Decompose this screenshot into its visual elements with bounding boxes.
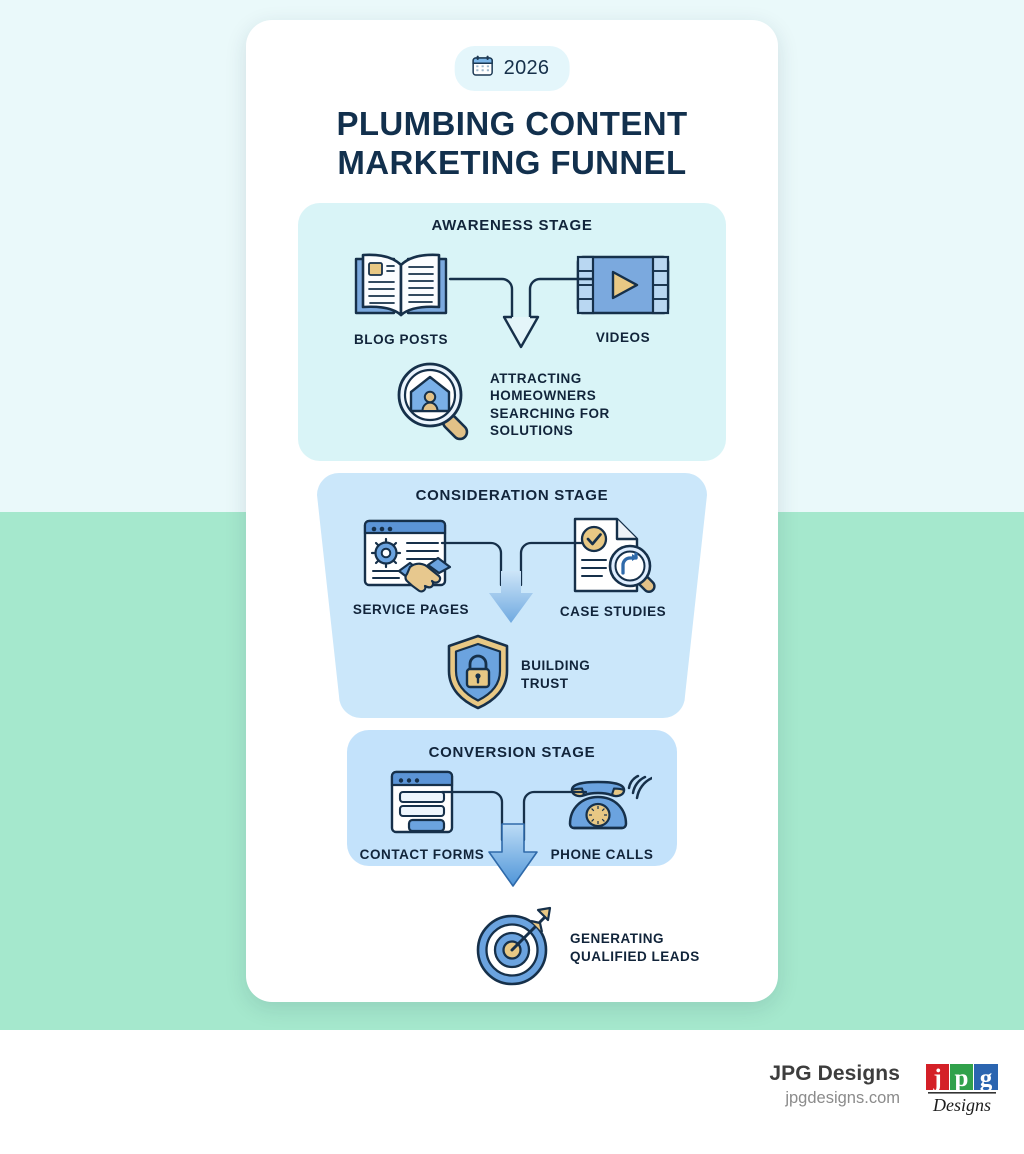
title-line-2: MARKETING FUNNEL	[337, 144, 687, 182]
shield-lock-icon	[445, 633, 511, 716]
outcome-awareness: ATTRACTING HOMEOWNERS SEARCHING FOR SOLU…	[394, 359, 610, 450]
item-videos: VIDEOS	[548, 247, 698, 345]
item-videos-caption: VIDEOS	[595, 330, 651, 345]
outcome-consideration-label: BUILDING TRUST	[521, 658, 591, 691]
brand-url[interactable]: jpgdesigns.com	[785, 1089, 900, 1107]
brand-name: JPG Designs	[769, 1062, 900, 1085]
svg-text:p: p	[955, 1065, 969, 1092]
outcome-awareness-label: ATTRACTING HOMEOWNERS SEARCHING FOR SOLU…	[490, 370, 610, 438]
stage-conversion-title: CONVERSION STAGE	[428, 744, 596, 761]
item-contact-forms: CONTACT FORMS	[349, 768, 495, 862]
svg-text:j: j	[932, 1065, 941, 1092]
stage-consideration-title: CONSIDERATION STAGE	[415, 487, 609, 504]
svg-text:Designs: Designs	[932, 1095, 991, 1115]
item-case-studies-caption: CASE STUDIES	[559, 604, 667, 619]
video-film-icon	[574, 255, 672, 325]
magnifier-house-icon	[394, 359, 480, 450]
browser-handshake-icon	[355, 519, 467, 597]
stage-conversion: CONVERSION STAGE CONTACT FORMS	[347, 730, 677, 887]
background-footer-band	[0, 1030, 1024, 1154]
item-blog-posts-caption: BLOG POSTS	[353, 332, 448, 347]
stage-awareness: AWARENESS STAGE	[298, 203, 726, 461]
item-service-pages: SERVICE PAGES	[331, 515, 491, 617]
svg-text:g: g	[980, 1065, 993, 1092]
item-case-studies: CASE STUDIES	[533, 515, 693, 619]
poster-card: 2026 PLUMBING CONTENT MARKETING FUNNEL A…	[246, 20, 778, 1002]
contact-form-icon	[381, 770, 463, 842]
item-phone-calls-caption: PHONE CALLS	[550, 847, 654, 862]
outcome-conversion-label: GENERATING QUALIFIED LEADS	[570, 931, 700, 964]
title-line-1: PLUMBING CONTENT	[336, 105, 688, 142]
open-book-icon	[349, 253, 453, 327]
stage-consideration: CONSIDERATION STAGE	[317, 473, 707, 718]
stage-awareness-title: AWARENESS STAGE	[431, 217, 593, 234]
year-label: 2026	[503, 57, 550, 79]
jpg-designs-logo: j p g Designs	[922, 1062, 1002, 1123]
brand-block: JPG Designs jpgdesigns.com	[769, 1062, 900, 1108]
item-service-pages-caption: SERVICE PAGES	[352, 602, 470, 617]
item-contact-forms-caption: CONTACT FORMS	[359, 847, 485, 862]
calendar-icon	[471, 54, 495, 83]
page-title: PLUMBING CONTENT MARKETING FUNNEL	[246, 104, 778, 183]
target-arrow-icon	[470, 900, 560, 995]
outcome-conversion: GENERATING QUALIFIED LEADS	[470, 900, 700, 995]
year-badge: 2026	[454, 46, 570, 91]
document-magnifier-icon	[561, 517, 665, 599]
outcome-consideration: BUILDING TRUST	[445, 633, 590, 716]
item-phone-calls: PHONE CALLS	[529, 768, 675, 862]
item-blog-posts: BLOG POSTS	[326, 247, 476, 347]
telephone-icon	[552, 774, 654, 842]
